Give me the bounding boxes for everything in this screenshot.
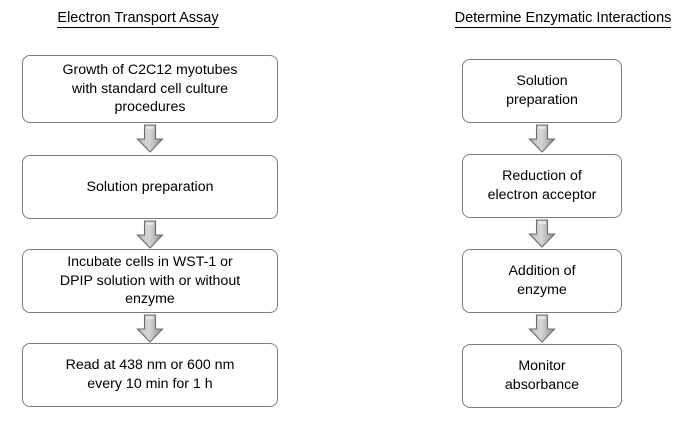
- down-block-arrow-icon: [527, 219, 557, 248]
- flow-node-label: Read at 438 nm or 600 nm every 10 min fo…: [65, 357, 235, 392]
- flow-node-incubate: Incubate cells in WST-1 or DPIP solution…: [22, 249, 278, 313]
- flow-node-reduction: Reduction of electron acceptor: [462, 154, 622, 218]
- flow-node-solution-preparation: Solution preparation: [462, 59, 622, 123]
- flow-node-solution-prep: Solution preparation: [22, 155, 278, 219]
- flow-column-electron-transport-assay: Electron Transport Assay Growth of C2C12…: [0, 0, 300, 427]
- flow-node-label: Solution preparation: [506, 73, 578, 108]
- flow-column-determine-enzymatic-interactions: Determine Enzymatic Interactions Solutio…: [400, 0, 700, 427]
- flow-node-growth: Growth of C2C12 myotubes with standard c…: [22, 55, 278, 123]
- flow-node-label: Solution preparation: [86, 178, 214, 195]
- flow-node-label: Monitor absorbance: [504, 358, 580, 393]
- flow-node-addition-enzyme: Addition of enzyme: [462, 249, 622, 313]
- flow-node-label: Incubate cells in WST-1 or DPIP solution…: [59, 254, 241, 308]
- column-title-electron-transport-assay: Electron Transport Assay: [0, 9, 288, 28]
- down-block-arrow-icon: [527, 124, 557, 153]
- column-title-text: Determine Enzymatic Interactions: [454, 10, 672, 28]
- flow-node-label: Reduction of electron acceptor: [487, 168, 597, 203]
- column-title-determine-enzymatic-interactions: Determine Enzymatic Interactions: [413, 9, 700, 28]
- flow-node-label: Growth of C2C12 myotubes with standard c…: [62, 62, 238, 116]
- down-block-arrow-icon: [135, 124, 165, 153]
- down-block-arrow-icon: [135, 314, 165, 343]
- down-block-arrow-icon: [527, 314, 557, 343]
- flow-node-monitor: Monitor absorbance: [462, 344, 622, 408]
- column-title-text: Electron Transport Assay: [57, 10, 219, 28]
- flow-node-label: Addition of enzyme: [508, 263, 576, 298]
- flow-node-read: Read at 438 nm or 600 nm every 10 min fo…: [22, 343, 278, 407]
- down-block-arrow-icon: [135, 220, 165, 249]
